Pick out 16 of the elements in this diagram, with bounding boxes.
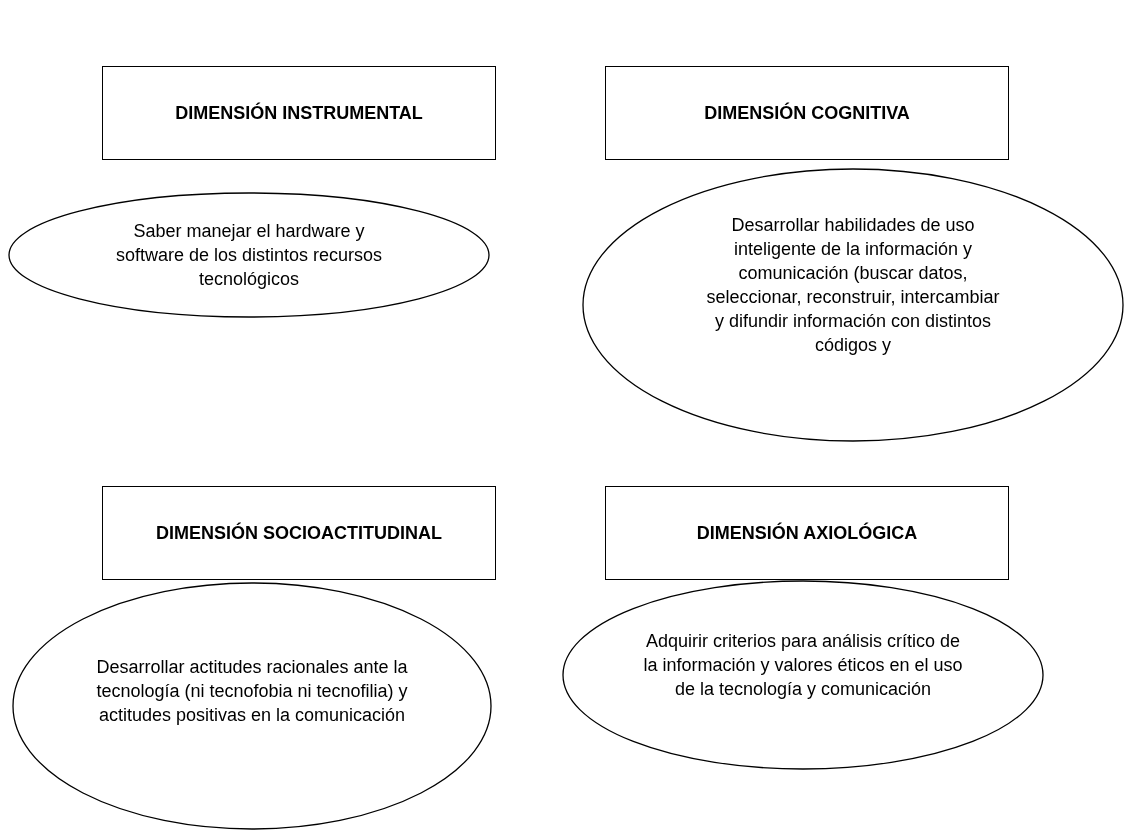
dimension-title: DIMENSIÓN COGNITIVA — [703, 102, 911, 124]
dimension-box — [102, 486, 496, 580]
description-ellipse — [8, 192, 490, 318]
dimension-title: DIMENSIÓN AXIOLÓGICA — [695, 522, 919, 544]
description-ellipse — [582, 168, 1124, 442]
description-text: Desarrollar actitudes racionales ante la tecnología (ni tecnofobia ni tecnofilia) y actitudes positivas en la comunicación — [95, 656, 409, 727]
description-ellipse — [562, 580, 1044, 770]
description-text: Saber manejar el hardware y software de los distintos recursos tecnológicos — [114, 220, 384, 291]
description-text: Adquirir criterios para análisis crítico de la información y valores éticos en el uso de la tecnología y comunicación — [642, 630, 964, 701]
description-text: Desarrollar habilidades de uso inteligente de la información y comunicación (buscar datos, seleccionar, reconstruir, intercambiar y difundir información con distintos códigos y — [705, 214, 1001, 357]
dimension-title: DIMENSIÓN SOCIOACTITUDINAL — [155, 522, 443, 544]
dimension-title: DIMENSIÓN INSTRUMENTAL — [174, 102, 424, 124]
description-ellipse — [12, 582, 492, 830]
dimension-box — [102, 66, 496, 160]
dimension-box — [605, 486, 1009, 580]
dimension-box — [605, 66, 1009, 160]
